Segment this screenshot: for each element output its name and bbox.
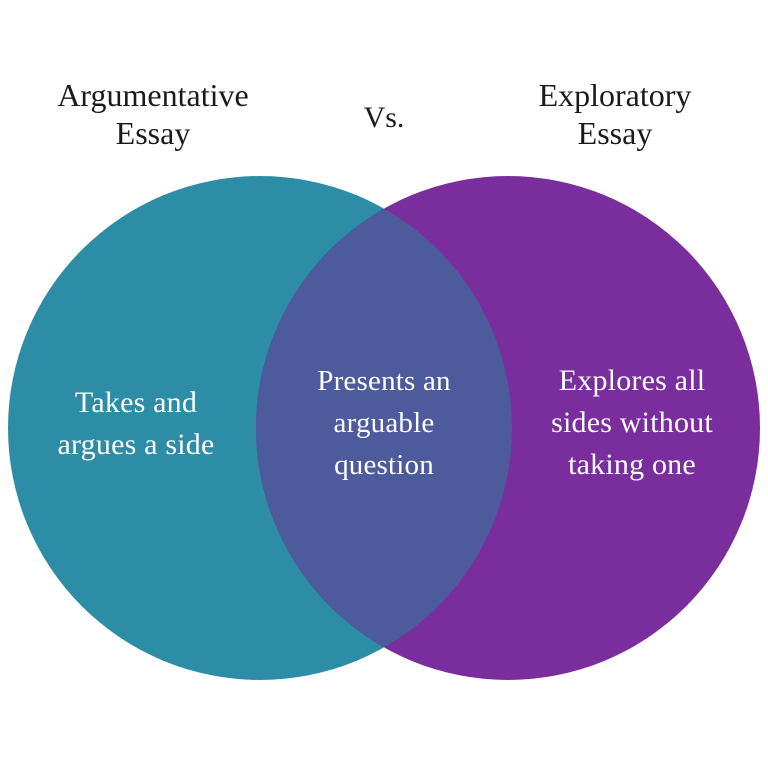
venn-label-intersection: Presents an arguable question [317,365,451,481]
venn-label-right-only: Explores all sides without taking one [551,364,713,481]
venn-header-separator: Vs. [363,101,405,134]
venn-intersection-region [256,176,512,680]
venn-header-right: Exploratory Essay [538,77,692,151]
venn-label-left-only: Takes and argues a side [57,386,215,461]
venn-header-left: Argumentative Essay [57,77,249,151]
